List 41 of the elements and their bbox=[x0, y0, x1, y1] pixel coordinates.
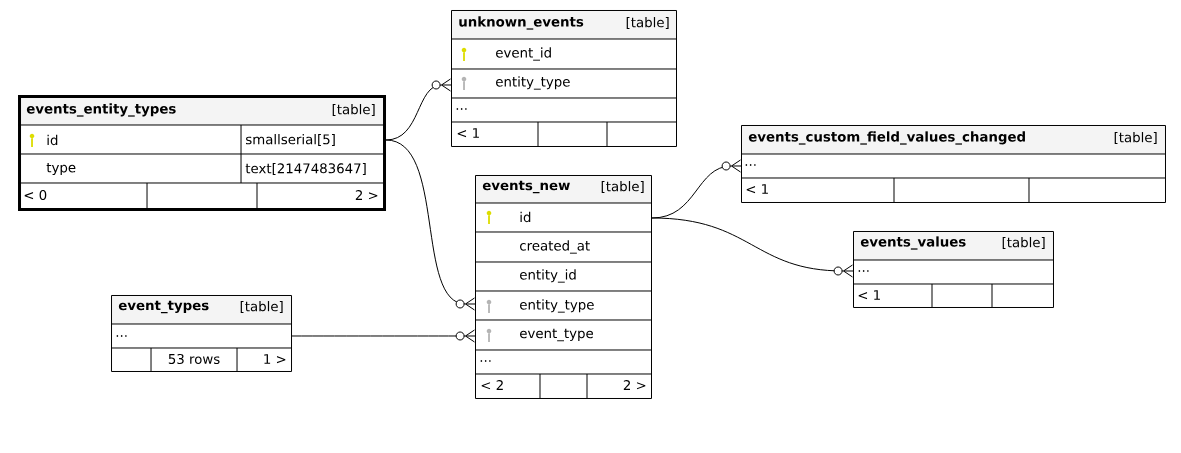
page-label: < 0 bbox=[24, 189, 47, 201]
table-type-label: [table] bbox=[626, 17, 669, 29]
column-type: text[2147483647] bbox=[245, 163, 366, 175]
page-label: < 2 bbox=[481, 380, 503, 390]
page-label: < 1 bbox=[858, 290, 880, 300]
relationship-line bbox=[651, 217, 854, 278]
page-label: 2 > bbox=[623, 380, 646, 390]
table-name: events_custom_field_values_changed bbox=[748, 131, 1025, 145]
column-name: id bbox=[520, 211, 531, 223]
table-name: event_types bbox=[118, 300, 209, 314]
page-label: < 1 bbox=[746, 184, 768, 194]
row-count: 53 rows bbox=[168, 353, 220, 365]
table-type-label: [table] bbox=[601, 181, 644, 193]
column-name: entity_type bbox=[520, 299, 594, 313]
table-name: events_values bbox=[860, 236, 966, 250]
table-type-label: [table] bbox=[332, 104, 375, 116]
relationship-line bbox=[385, 78, 452, 141]
table-name: events_entity_types bbox=[26, 103, 176, 117]
more-columns: ... bbox=[480, 360, 491, 362]
more-columns: ... bbox=[116, 335, 127, 337]
more-columns: ... bbox=[858, 270, 869, 272]
column-type: smallserial[5] bbox=[246, 134, 335, 146]
table-type-label: [table] bbox=[1002, 237, 1045, 249]
column-name: event_type bbox=[520, 328, 593, 342]
table-name: events_new bbox=[482, 180, 570, 194]
column-name: entity_id bbox=[520, 269, 576, 283]
page-label: 2 > bbox=[355, 190, 378, 200]
column-name: type bbox=[46, 162, 76, 176]
column-name: event_id bbox=[496, 47, 551, 61]
relationship-line bbox=[291, 329, 476, 343]
table-type-label: [table] bbox=[1114, 132, 1157, 144]
column-name: created_at bbox=[520, 240, 590, 254]
page-label: 1 > bbox=[264, 354, 286, 364]
column-name: id bbox=[47, 134, 58, 146]
table-type-label: [table] bbox=[240, 301, 283, 313]
more-columns: ... bbox=[456, 108, 467, 110]
more-columns: ... bbox=[745, 164, 756, 166]
column-name: entity_type bbox=[496, 76, 570, 90]
relationship-line bbox=[385, 139, 476, 311]
page-label: < 1 bbox=[457, 128, 479, 138]
table-name: unknown_events bbox=[459, 16, 584, 30]
